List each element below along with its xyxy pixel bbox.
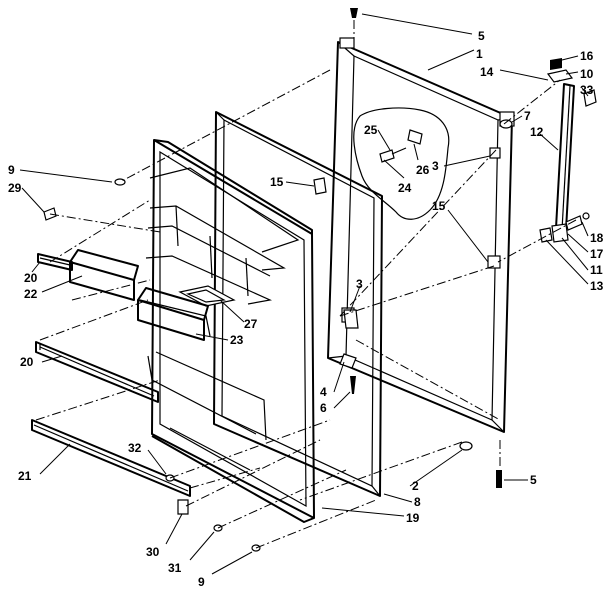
callout-24: 24 [398,181,412,195]
door-gasket [213,111,383,497]
inner-door-liner [139,139,315,523]
callout-17: 17 [590,247,604,261]
callout-3-right: 3 [432,159,439,173]
callout-27: 27 [244,317,258,331]
callout-2: 2 [412,479,419,493]
hardware [43,8,513,552]
callout-13: 13 [590,279,604,293]
callout-33: 33 [580,83,594,97]
callout-9-left: 9 [8,163,15,177]
callout-10: 10 [580,67,594,81]
callout-5-top: 5 [478,29,485,43]
callout-21: 21 [18,469,32,483]
callout-30: 30 [146,545,160,559]
leader-lines [19,13,589,575]
callout-14: 14 [480,65,494,79]
callout-31: 31 [168,561,182,575]
hinge-assembly [539,58,597,243]
callout-20-low: 20 [20,355,34,369]
shelf-parts [31,249,209,497]
callout-3-lower: 3 [356,277,363,291]
callout-8: 8 [414,495,421,509]
callout-labels: 5 1 14 16 10 33 7 12 9 29 25 26 24 15 3 … [8,29,604,589]
callout-4: 4 [320,385,327,399]
callout-7: 7 [524,109,531,123]
callout-12: 12 [530,125,544,139]
callout-5-bottom: 5 [530,473,537,487]
callout-23: 23 [230,333,244,347]
cutaway-detail [353,107,450,220]
callout-25: 25 [364,123,378,137]
callout-22: 22 [24,287,38,301]
outer-door-panel [327,37,515,433]
callout-32: 32 [128,441,142,455]
assembly-centerlines [35,20,577,549]
callout-15-mid: 15 [270,175,284,189]
callout-9-bottom: 9 [198,575,205,589]
callout-18: 18 [590,231,604,245]
callout-29: 29 [8,181,22,195]
callout-6: 6 [320,401,327,415]
callout-11: 11 [590,263,603,277]
callout-26: 26 [416,163,430,177]
callout-1: 1 [476,47,483,61]
callout-16: 16 [580,49,594,63]
callout-20-top: 20 [24,271,38,285]
callout-15-right: 15 [432,199,446,213]
callout-19: 19 [406,511,420,525]
